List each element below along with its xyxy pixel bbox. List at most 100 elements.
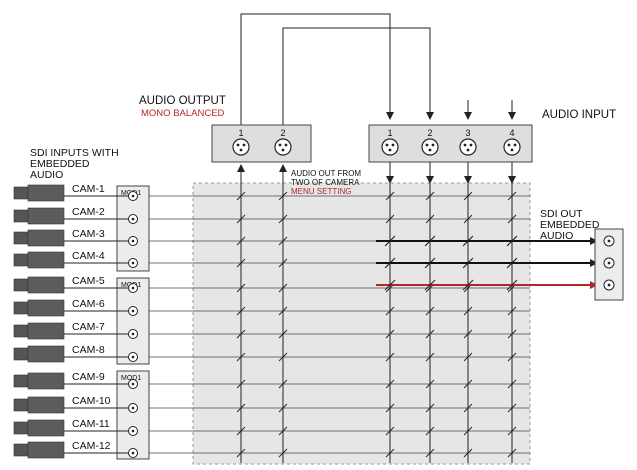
- crosspoint-mark: [236, 448, 246, 458]
- crosspoint-mark: [425, 448, 435, 458]
- camera-plug-icon: [13, 209, 29, 223]
- camera-inputs: CAM-1CAM-2CAM-3CAM-4CAM-5CAM-6CAM-7CAM-8…: [13, 183, 138, 459]
- camera-plug-icon: [13, 374, 29, 388]
- crosspoint-mark: [507, 214, 517, 224]
- camera-input-11: CAM-11: [13, 418, 138, 437]
- camera-body-icon: [27, 396, 65, 414]
- crosspoint-mark: [507, 329, 517, 339]
- camera-label: CAM-2: [72, 206, 105, 218]
- crosspoint-mark: [425, 329, 435, 339]
- crosspoint-mark: [278, 329, 288, 339]
- crosspoint-mark: [507, 403, 517, 413]
- camera-label: CAM-12: [72, 440, 111, 452]
- crosspoint-mark: [385, 448, 395, 458]
- crosspoint-mark: [385, 379, 395, 389]
- crosspoint-mark: [385, 352, 395, 362]
- crosspoint-mark: [236, 214, 246, 224]
- crosspoint-mark: [278, 379, 288, 389]
- audio-out-from-line1: AUDIO OUT FROM: [291, 169, 361, 178]
- sdi-out-crosspoint: [384, 235, 396, 247]
- camera-body-icon: [27, 184, 65, 202]
- crosspoint-mark: [507, 191, 517, 201]
- crosspoint-mark: [278, 426, 288, 436]
- crosspoint-mark: [425, 403, 435, 413]
- crosspoint-mark: [236, 426, 246, 436]
- camera-input-3: CAM-3: [13, 228, 138, 247]
- camera-body-icon: [27, 207, 65, 225]
- camera-label: CAM-3: [72, 228, 105, 240]
- audio-output-label: AUDIO OUTPUT: [139, 95, 226, 107]
- crosspoint-mark: [236, 403, 246, 413]
- camera-input-6: CAM-6: [13, 298, 138, 317]
- crosspoint-mark: [507, 306, 517, 316]
- camera-input-4: CAM-4: [13, 250, 138, 269]
- camera-label: CAM-7: [72, 321, 105, 333]
- routing-matrix-panel: [192, 182, 531, 465]
- camera-label: CAM-10: [72, 395, 111, 407]
- camera-input-2: CAM-2: [13, 206, 138, 225]
- crosspoint-mark: [425, 426, 435, 436]
- sdi-out-crosspoint: [462, 235, 474, 247]
- crosspoint-mark: [507, 379, 517, 389]
- crosspoint-mark: [278, 403, 288, 413]
- crosspoint-mark: [278, 283, 288, 293]
- camera-plug-icon: [13, 421, 29, 435]
- sdi-out-crosspoint: [424, 235, 436, 247]
- crosspoint-mark: [463, 379, 473, 389]
- sdi-out-crosspoints: [384, 235, 518, 291]
- crosspoint-mark: [278, 236, 288, 246]
- crosspoint-mark: [385, 191, 395, 201]
- camera-label: CAM-11: [72, 418, 110, 430]
- sdi-out-label-line3: AUDIO: [540, 230, 573, 242]
- audio-output-xlr-1-number: 1: [238, 128, 243, 138]
- audio-input-xlr-2: 2: [421, 128, 439, 156]
- camera-plug-icon: [13, 301, 29, 315]
- camera-label: CAM-5: [72, 275, 105, 287]
- sdi-out-label-line1: SDI OUT: [540, 208, 583, 220]
- crosspoint-mark: [236, 283, 246, 293]
- sdi-out-crosspoint: [384, 257, 396, 269]
- crosspoint-mark: [385, 329, 395, 339]
- camera-input-12: CAM-12: [13, 440, 138, 459]
- camera-body-icon: [27, 345, 65, 363]
- crosspoint-mark: [425, 214, 435, 224]
- sdi-out-crosspoint: [506, 235, 518, 247]
- crosspoint-mark: [463, 448, 473, 458]
- crosspoint-mark: [236, 191, 246, 201]
- audio-input-xlr-3-number: 3: [465, 128, 470, 138]
- crosspoint-mark: [278, 352, 288, 362]
- audio-out-from-line2: TWO OF CAMERA: [291, 178, 360, 187]
- sdi-out-crosspoint: [384, 279, 396, 291]
- crosspoint-mark: [385, 306, 395, 316]
- mono-balanced-label: MONO BALANCED: [141, 108, 225, 119]
- crosspoint-mark: [236, 352, 246, 362]
- camera-body-icon: [27, 441, 65, 459]
- crosspoint-mark: [463, 214, 473, 224]
- sdi-inputs-label-line3: AUDIO: [30, 169, 63, 181]
- camera-body-icon: [27, 229, 65, 247]
- sdi-out-crosspoint: [506, 257, 518, 269]
- audio-output-box: [211, 124, 312, 163]
- crosspoint-mark: [278, 191, 288, 201]
- audio-input-xlr-1-number: 1: [387, 128, 392, 138]
- camera-plug-icon: [13, 231, 29, 245]
- crosspoint-mark: [463, 191, 473, 201]
- camera-plug-icon: [13, 186, 29, 200]
- sdi-out-crosspoint: [506, 279, 518, 291]
- camera-body-icon: [27, 419, 65, 437]
- camera-input-1: CAM-1: [13, 183, 138, 202]
- input-rows: [149, 195, 530, 454]
- menu-setting-label: MENU SETTING: [291, 187, 351, 196]
- sdi-out-connectors: [603, 235, 615, 291]
- crosspoint-mark: [385, 426, 395, 436]
- crosspoint-mark: [463, 329, 473, 339]
- input-module-1: [116, 185, 150, 272]
- crosspoint-mark: [278, 448, 288, 458]
- crosspoint-mark: [236, 329, 246, 339]
- camera-plug-icon: [13, 253, 29, 267]
- crosspoint-mark: [385, 214, 395, 224]
- audio-output-xlr-2-number: 2: [280, 128, 285, 138]
- crosspoint-mark: [236, 236, 246, 246]
